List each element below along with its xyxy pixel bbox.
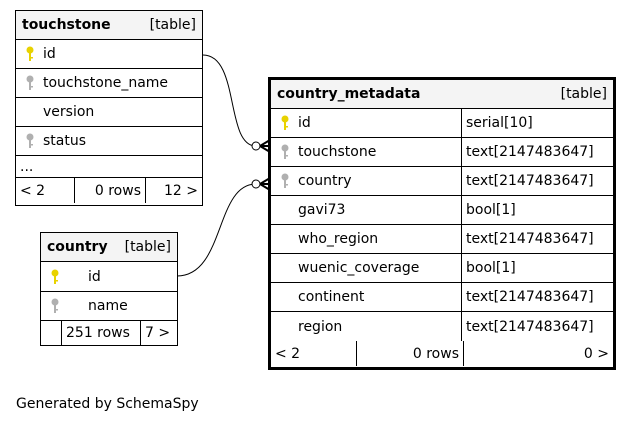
column-type: serial[10] <box>466 115 533 131</box>
table-name: country_metadata <box>277 86 421 102</box>
column-type: text[2147483647] <box>466 289 594 305</box>
table-footer: < 2 0 rows 0 > <box>271 341 613 366</box>
column-name-cell: wuenic_coverage <box>271 254 462 282</box>
column-name: version <box>43 104 95 120</box>
column-name: name <box>88 298 128 314</box>
column-row-continent[interactable]: continent text[2147483647] <box>271 283 613 312</box>
table-type: [table] <box>124 239 171 255</box>
table-footer: 251 rows 7 > <box>41 321 177 345</box>
table-name: touchstone <box>22 17 111 33</box>
row-count: 251 rows <box>61 321 140 345</box>
column-type: bool[1] <box>466 260 516 276</box>
column-row-who-region[interactable]: who_region text[2147483647] <box>271 225 613 254</box>
link-touchstone-optional-marker <box>251 141 261 151</box>
column-name: wuenic_coverage <box>298 260 420 276</box>
table-name: country <box>47 239 108 255</box>
table-header: country [table] <box>41 233 177 262</box>
row-count: 0 rows <box>74 178 145 203</box>
column-type: bool[1] <box>466 202 516 218</box>
link-country-id <box>176 183 257 277</box>
table-header: country_metadata [table] <box>271 80 613 109</box>
column-name: id <box>88 268 101 285</box>
foreign-key-icon <box>281 144 289 159</box>
column-row-id[interactable]: id <box>41 262 177 292</box>
table-footer: < 2 0 rows 12 > <box>16 178 202 203</box>
link-country-optional-marker <box>251 179 261 189</box>
foreign-key-icon <box>26 75 34 90</box>
more-columns-row: ... <box>16 156 202 178</box>
column-type: text[2147483647] <box>466 144 594 160</box>
column-row-version[interactable]: version <box>16 98 202 127</box>
foreign-key-icon <box>281 173 289 188</box>
column-name: continent <box>298 289 365 305</box>
primary-key-icon <box>51 269 59 284</box>
column-row-country[interactable]: country text[2147483647] <box>271 167 613 196</box>
column-row-gavi73[interactable]: gavi73 bool[1] <box>271 196 613 225</box>
column-name: region <box>298 318 343 335</box>
table-type: [table] <box>560 86 607 102</box>
primary-key-icon <box>281 115 289 130</box>
column-row-region[interactable]: region text[2147483647] <box>271 312 613 341</box>
link-touchstone-id <box>202 54 257 147</box>
parent-count: < 2 <box>275 345 301 362</box>
column-name: touchstone <box>298 144 377 160</box>
column-row-status[interactable]: status <box>16 127 202 156</box>
primary-key-icon <box>26 46 34 61</box>
column-name: who_region <box>298 231 379 247</box>
column-name-cell: id <box>271 109 462 137</box>
parent-count: < 2 <box>20 182 46 199</box>
column-name-cell: country <box>271 167 462 195</box>
foreign-key-icon <box>51 298 59 313</box>
column-name: status <box>43 133 87 149</box>
foreign-key-icon <box>26 133 34 148</box>
column-name-cell: gavi73 <box>271 196 462 224</box>
column-row-id[interactable]: id serial[10] <box>271 109 613 138</box>
ellipsis: ... <box>20 158 34 175</box>
column-row-wuenic-coverage[interactable]: wuenic_coverage bool[1] <box>271 254 613 283</box>
column-name-cell: continent <box>271 283 462 311</box>
table-country-metadata[interactable]: country_metadata [table] id serial[10] tou… <box>268 77 616 370</box>
table-touchstone[interactable]: touchstone [table] id touchstone_name ve… <box>15 10 203 206</box>
child-count: 7 > <box>140 321 177 345</box>
column-name: country <box>298 173 352 189</box>
row-count: 0 rows <box>356 341 463 366</box>
column-name-cell: region <box>271 312 462 341</box>
column-row-name[interactable]: name <box>41 292 177 321</box>
column-row-id[interactable]: id <box>16 40 202 69</box>
column-name-cell: who_region <box>271 225 462 253</box>
column-type: text[2147483647] <box>466 318 594 335</box>
parent-count <box>41 321 61 345</box>
table-type: [table] <box>149 17 196 33</box>
column-name: id <box>43 46 56 62</box>
column-row-touchstone[interactable]: touchstone text[2147483647] <box>271 138 613 167</box>
column-name: gavi73 <box>298 202 346 218</box>
generated-by-label: Generated by SchemaSpy <box>16 396 199 412</box>
child-count: 0 > <box>463 341 613 366</box>
column-name: touchstone_name <box>43 75 169 91</box>
child-count: 12 > <box>145 178 202 203</box>
column-type: text[2147483647] <box>466 231 594 247</box>
column-type: text[2147483647] <box>466 173 594 189</box>
table-header: touchstone [table] <box>16 11 202 40</box>
column-row-touchstone-name[interactable]: touchstone_name <box>16 69 202 98</box>
column-name-cell: touchstone <box>271 138 462 166</box>
column-name: id <box>298 115 311 131</box>
table-country[interactable]: country [table] id name 251 rows 7 > <box>40 232 178 346</box>
